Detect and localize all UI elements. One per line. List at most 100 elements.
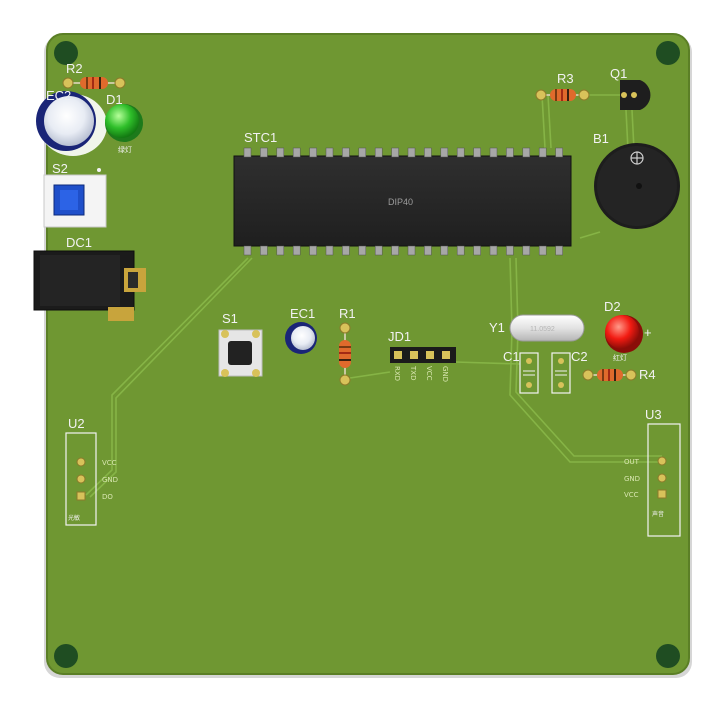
jd1-pin-rxd: RXD (393, 366, 401, 381)
label-b1: B1 (593, 131, 609, 146)
chip-pin-bottom (292, 245, 301, 256)
label-dc1: DC1 (66, 235, 92, 250)
resistor-r2 (62, 77, 126, 89)
label-r1: R1 (339, 306, 356, 321)
label-u2: U2 (68, 416, 85, 431)
mounting-holes (54, 41, 680, 668)
u2-sub: 光敏 (68, 514, 80, 522)
chip-pin-top (243, 147, 252, 158)
label-stc1: STC1 (244, 130, 277, 145)
chip-pin-bottom (489, 245, 498, 256)
copper-traces (85, 94, 662, 498)
label-s2: S2 (52, 161, 68, 176)
transistor-q1 (620, 80, 651, 110)
chip-pin-top (309, 147, 317, 158)
switch-s2 (43, 174, 107, 228)
chip-pin-bottom (260, 245, 268, 256)
chip-pin-top (342, 147, 350, 158)
chip-pin-bottom (276, 245, 285, 256)
label-d2-sub: 红灯 (613, 353, 627, 362)
chip-pin-bottom (374, 245, 383, 256)
header-jd1 (390, 347, 456, 363)
led-d2-red (605, 315, 643, 353)
chip-pin-bottom (358, 245, 367, 256)
chip-pin-top (407, 147, 416, 158)
label-u3: U3 (645, 407, 662, 422)
chip-stc1 (233, 147, 572, 256)
chip-pin-bottom (506, 245, 514, 256)
resistor-r1 (339, 322, 351, 386)
u3-pin-gnd: GND (624, 475, 640, 483)
resistor-r3 (535, 89, 590, 101)
u3-pin-out: OUT (624, 458, 640, 466)
label-c2: C2 (571, 349, 588, 364)
module-u2 (65, 432, 97, 526)
chip-pin-top (260, 147, 268, 158)
chip-pin-top (292, 147, 301, 158)
chip-pin-bottom (440, 245, 449, 256)
label-q1: Q1 (610, 66, 627, 81)
jd1-pin-labels: RXD TXD VCC GND (393, 365, 449, 382)
chip-pin-top (555, 147, 563, 158)
crystal-y1 (509, 314, 585, 342)
label-ec2: EC2 (46, 88, 71, 103)
u2-pin-vcc: VCC (102, 459, 117, 467)
chip-pin-top (473, 147, 481, 158)
led-d1-green (105, 104, 143, 142)
capacitor-ec1 (285, 322, 317, 354)
label-d1: D1 (106, 92, 123, 107)
u3-pin-vcc: VCC (624, 491, 639, 499)
label-d2: D2 (604, 299, 621, 314)
d2-polarity: + (644, 325, 652, 340)
buzzer-b1 (594, 143, 680, 229)
capacitor-ec2 (36, 91, 107, 156)
chip-pin-top (424, 147, 432, 158)
chip-pin-top (440, 147, 449, 158)
dc-jack-dc1 (33, 250, 146, 321)
chip-pin-bottom (243, 245, 252, 256)
chip-pin-bottom (342, 245, 350, 256)
chip-pin-bottom (555, 245, 563, 256)
label-s1: S1 (222, 311, 238, 326)
button-s1 (218, 329, 263, 377)
crystal-marking: 11.0592 (530, 326, 555, 333)
chip-pin-bottom (325, 245, 334, 256)
chip-pin-bottom (538, 245, 547, 256)
chip-pin-top (522, 147, 531, 158)
label-r2: R2 (66, 61, 83, 76)
jd1-pin-txd: TXD (409, 365, 417, 380)
chip-pin-top (538, 147, 547, 158)
chip-marking: DIP40 (388, 197, 413, 207)
chip-pin-bottom (309, 245, 317, 256)
s2-marker (97, 168, 101, 172)
label-jd1: JD1 (388, 329, 411, 344)
label-d1-sub: 绿灯 (118, 145, 132, 154)
label-ec1: EC1 (290, 306, 315, 321)
chip-pin-top (325, 147, 334, 158)
pcb-board (46, 33, 690, 675)
chip-pin-top (374, 147, 383, 158)
chip-pin-bottom (456, 245, 465, 256)
jd1-pin-gnd: GND (441, 366, 449, 382)
chip-pin-top (456, 147, 465, 158)
chip-pin-top (276, 147, 285, 158)
u2-pin-gnd: GND (102, 476, 118, 484)
u2-pin-do: DO (102, 493, 113, 501)
chip-pin-bottom (473, 245, 481, 256)
chip-pin-bottom (407, 245, 416, 256)
label-r3: R3 (557, 71, 574, 86)
chip-pin-bottom (522, 245, 531, 256)
module-u3 (647, 423, 681, 537)
label-r4: R4 (639, 367, 656, 382)
u3-sub: 声音 (652, 510, 664, 518)
chip-pin-top (489, 147, 498, 158)
label-y1: Y1 (489, 320, 505, 335)
resistor-r4 (582, 369, 637, 381)
jd1-pin-vcc: VCC (425, 366, 433, 381)
capacitor-c2 (551, 352, 571, 394)
chip-pin-top (506, 147, 514, 158)
label-c1: C1 (503, 349, 520, 364)
chip-pin-bottom (391, 245, 399, 256)
